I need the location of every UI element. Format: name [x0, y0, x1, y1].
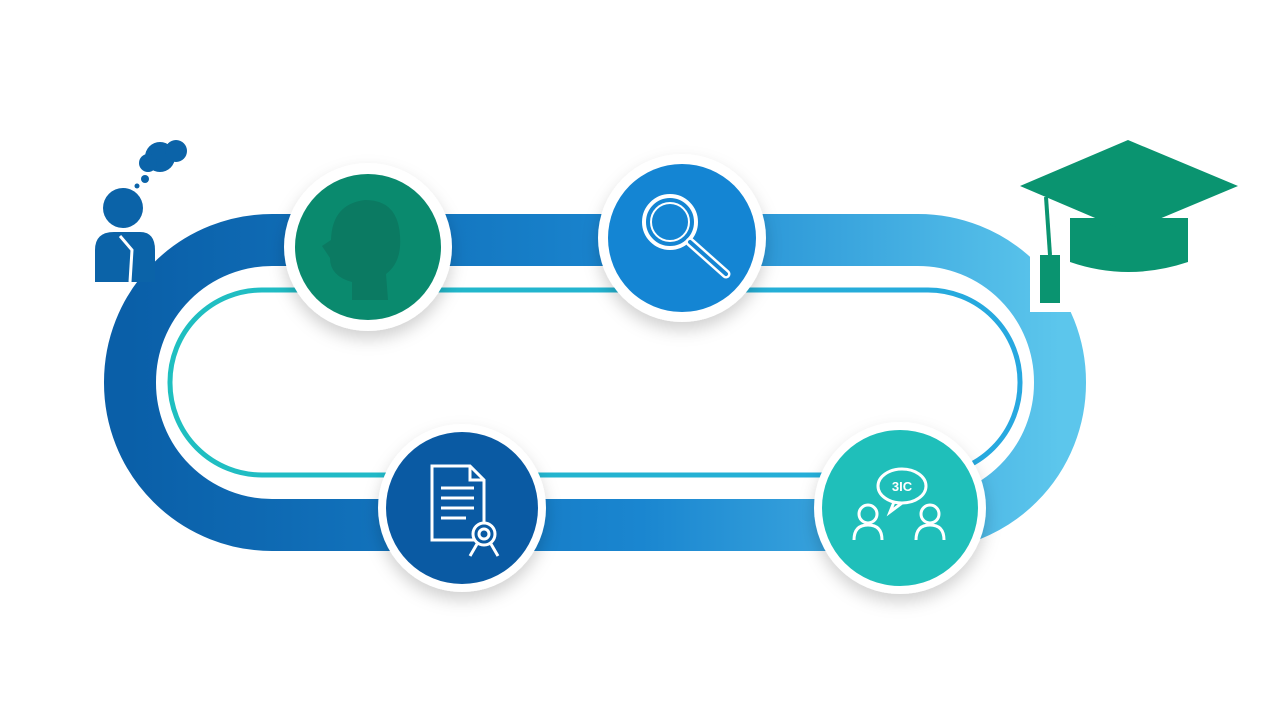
stage-node-3 — [378, 424, 546, 592]
stage-node-1 — [284, 163, 452, 331]
inner-track — [167, 287, 1023, 478]
head-silhouette-icon — [322, 200, 401, 300]
graduation-cap-icon — [1020, 140, 1238, 312]
thinking-person-icon — [95, 140, 187, 283]
stage-node-2 — [598, 154, 766, 322]
magnifier-icon — [642, 194, 731, 279]
discussion-people-icon — [852, 467, 946, 541]
speech-bubble-text: 3IC — [892, 479, 913, 494]
outer-track — [104, 214, 1086, 551]
certificate-document-icon — [430, 464, 500, 557]
stage-node-4: 3IC — [814, 422, 986, 594]
